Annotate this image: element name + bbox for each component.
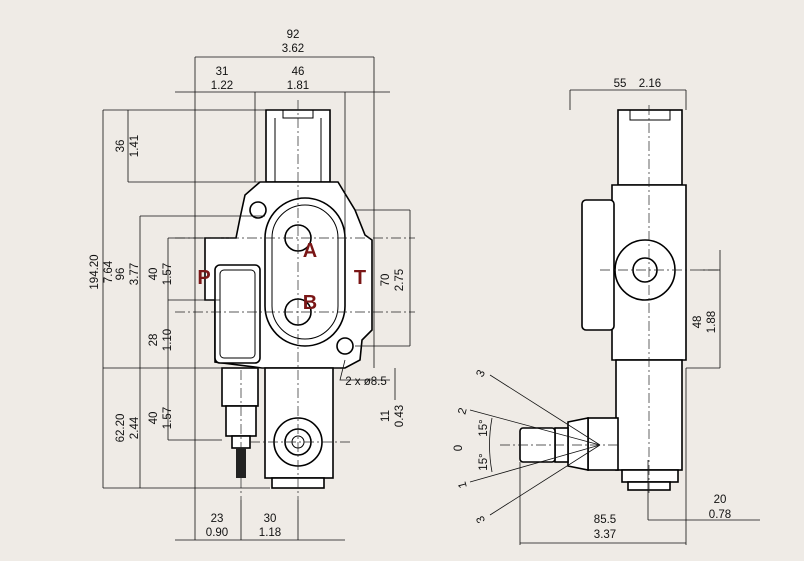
- dim-overall-width-mm: 92: [287, 29, 300, 41]
- dim-bottom-right-mm: 30: [264, 513, 277, 525]
- lever-position-3-bottom: 3: [474, 514, 488, 525]
- dim-holes: 2 x ø8.5: [345, 376, 387, 388]
- side-view: [469, 105, 720, 516]
- side-dimension-labels: 55 2.16 48 1.88 85.5 3.37 20 0.78 3 2 0 …: [453, 78, 731, 541]
- dim-p-port-height-mm: 40: [148, 268, 160, 281]
- lever-position-0: 0: [453, 445, 465, 451]
- dim-p-port-bottom-mm: 28: [148, 334, 160, 347]
- front-dimension-labels: 92 3.62 31 1.22 46 1.81 36 1.41 194.20 7…: [89, 29, 406, 539]
- dim-lower-spool-mm: 40: [148, 412, 160, 425]
- dim-top-width-in: 2.16: [639, 78, 661, 90]
- dim-bottom-left-mm: 23: [211, 513, 224, 525]
- dim-mount-offset-mm: 11: [380, 410, 392, 422]
- dim-bottom-left-in: 0.90: [206, 527, 228, 539]
- port-b-label: B: [303, 292, 317, 314]
- port-p-label: P: [197, 267, 210, 289]
- dim-body-width-in: 1.81: [287, 80, 309, 92]
- front-dimension-lines: [102, 56, 411, 541]
- lever-position-2: 2: [456, 407, 469, 416]
- dim-mount-spacing-mm: 70: [380, 274, 392, 287]
- front-view: P A T B: [175, 100, 415, 500]
- dim-mount-offset-in: 0.43: [394, 405, 406, 427]
- dim-lever-reach-mm: 85.5: [594, 514, 616, 526]
- p-port-boss: [214, 264, 261, 364]
- dim-mount-spacing-in: 2.75: [394, 269, 406, 291]
- port-t-label: T: [354, 267, 366, 289]
- lever-position-1: 1: [456, 480, 469, 489]
- port-a-label: A: [303, 240, 317, 262]
- dim-cap-height-mm: 36: [115, 140, 127, 153]
- dim-p-port-height-in: 1.57: [162, 263, 174, 285]
- dim-p-port-bottom-in: 1.10: [162, 329, 174, 351]
- dim-port-height-in: 1.88: [706, 311, 718, 333]
- dim-top-width-mm: 55: [614, 78, 627, 90]
- dim-left-offset-in: 1.22: [211, 80, 233, 92]
- dim-left-offset-mm: 31: [216, 66, 229, 78]
- dim-overall-width-in: 3.62: [282, 43, 304, 55]
- dim-lower-height-in: 2.44: [129, 416, 141, 439]
- mount-hole-bottom: [336, 337, 354, 355]
- dim-side-offset-in: 0.78: [709, 509, 731, 521]
- dim-lower-spool-in: 1.57: [162, 407, 174, 429]
- side-dimension-lines: [519, 89, 760, 545]
- dim-side-offset-mm: 20: [714, 494, 727, 506]
- dim-bottom-right-in: 1.18: [259, 527, 281, 539]
- dim-cap-height-in: 1.41: [129, 135, 141, 157]
- dim-body-width-mm: 46: [292, 66, 305, 78]
- dim-lever-reach-in: 3.37: [594, 529, 616, 541]
- dim-body-height-in: 3.77: [129, 263, 141, 285]
- dim-overall-height-in: 7.64: [103, 260, 115, 283]
- lever-position-3-top: 3: [474, 368, 488, 379]
- angle-label-lower: 15°: [478, 453, 490, 470]
- dim-overall-height-mm: 194.20: [89, 254, 101, 289]
- dim-body-height-mm: 96: [115, 268, 127, 281]
- dim-lower-height-mm: 62.20: [115, 414, 127, 443]
- dim-port-height-mm: 48: [692, 316, 704, 329]
- mount-hole-top: [249, 201, 267, 219]
- angle-label-upper: 15°: [478, 419, 490, 436]
- side-top-cap: [617, 109, 683, 186]
